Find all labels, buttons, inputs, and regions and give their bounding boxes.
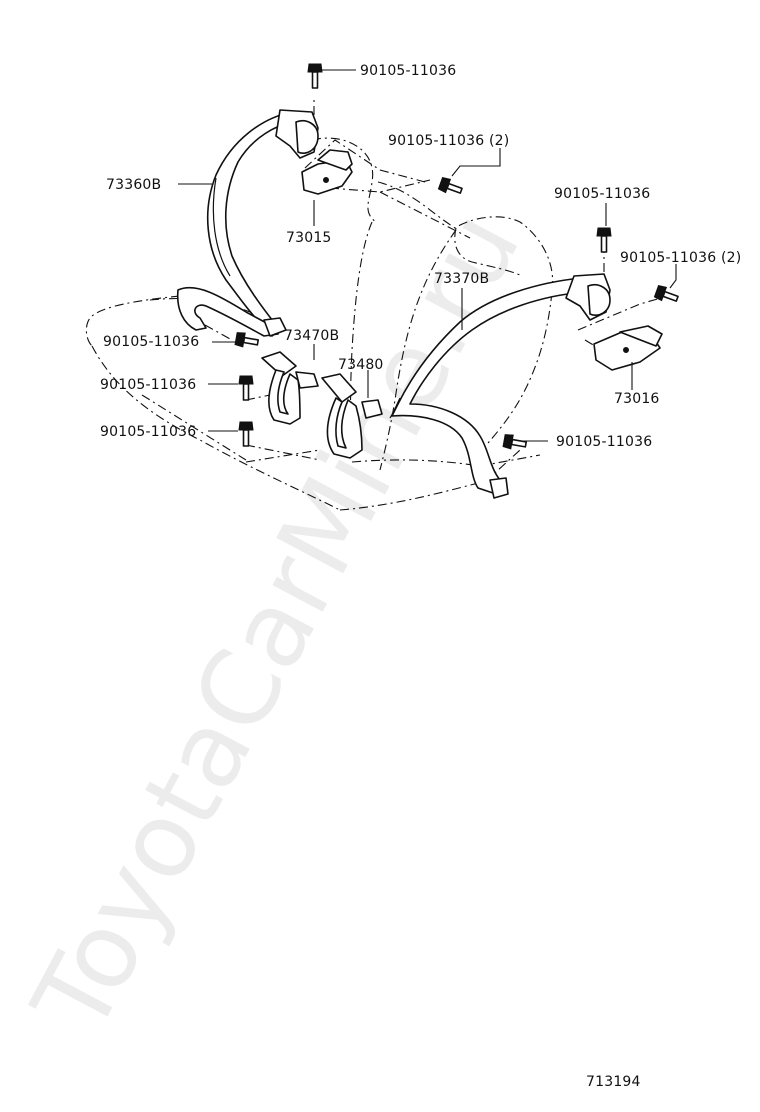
- label-bolt-left-lower1: 90105-11036: [100, 377, 196, 393]
- bolts: [234, 63, 679, 450]
- anchor-73016: [593, 325, 663, 371]
- buckle-73480: [321, 373, 383, 459]
- label-anchor-right: 73016: [614, 391, 660, 407]
- bolt-icon: [234, 332, 260, 348]
- label-bolt-pair-upper: 90105-11036 (2): [388, 133, 509, 149]
- bolt-icon: [238, 375, 254, 401]
- anchor-73015: [301, 149, 353, 195]
- label-bolt-right-lower: 90105-11036: [556, 434, 652, 450]
- bolt-icon: [502, 434, 528, 450]
- left-shoulder-belt: [176, 109, 319, 337]
- bolt-icon: [653, 285, 679, 302]
- bolt-icon: [437, 177, 463, 194]
- right-shoulder-belt: [389, 273, 611, 499]
- bolt-icon: [307, 63, 323, 89]
- diagram-id: 713194: [586, 1074, 641, 1090]
- label-buckle-center: 73470B: [284, 328, 339, 344]
- label-belt-left: 73360B: [106, 177, 161, 193]
- leader-lines: [178, 69, 677, 442]
- callout-labels: 90105-11036 90105-11036 (2) 73360B 73015…: [100, 63, 741, 450]
- label-bolt-top: 90105-11036: [360, 63, 456, 79]
- label-buckle-right: 73480: [338, 357, 384, 373]
- label-belt-right: 73370B: [434, 271, 489, 287]
- buckle-73470b: [261, 351, 319, 425]
- label-bolt-right-upper: 90105-11036: [554, 186, 650, 202]
- label-bolt-pair-right: 90105-11036 (2): [620, 250, 741, 266]
- label-anchor-left: 73015: [286, 230, 332, 246]
- label-bolt-left-lower2: 90105-11036: [100, 424, 196, 440]
- bolt-icon: [238, 421, 254, 447]
- label-bolt-left-mid: 90105-11036: [103, 334, 199, 350]
- bolt-icon: [596, 227, 612, 253]
